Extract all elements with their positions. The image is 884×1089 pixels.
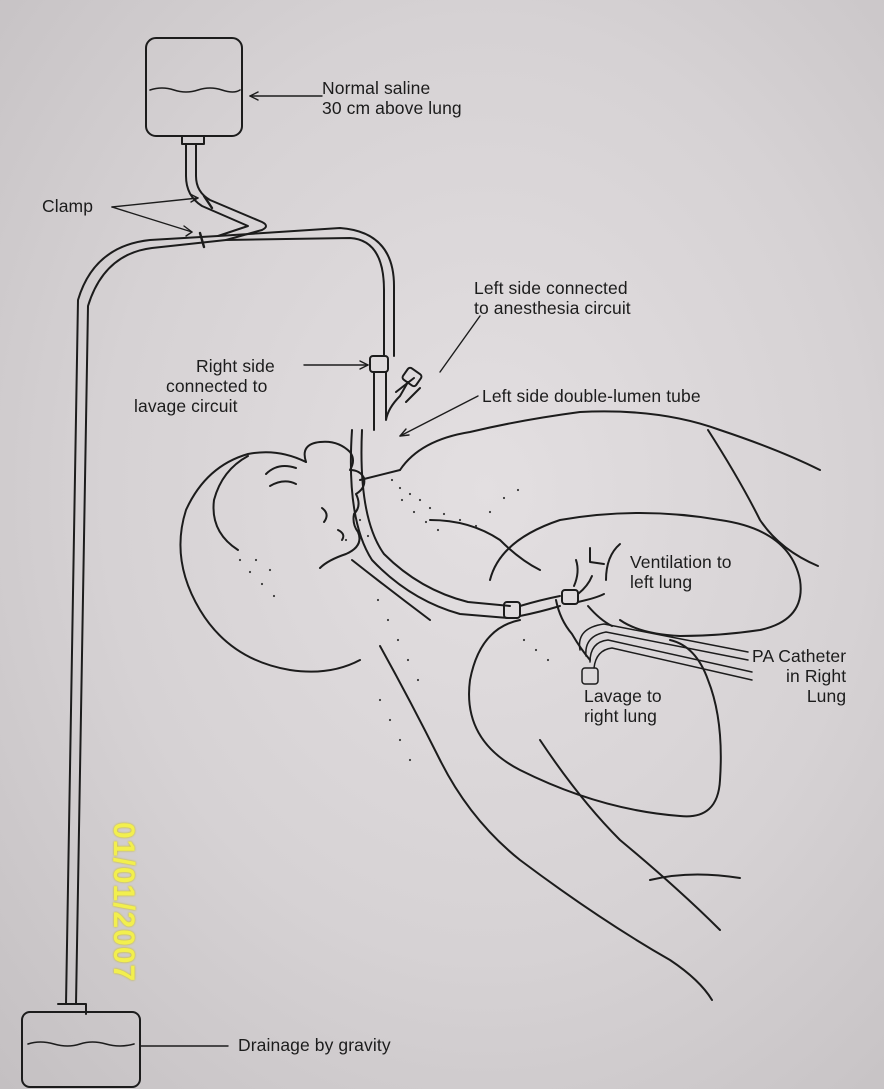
label-ventilation-line2: left lung [630,572,732,592]
label-right-connected-line2: connected to [134,376,275,396]
label-left-side-connected: Left side connected to anesthesia circui… [474,278,631,318]
label-left-connected-line2: to anesthesia circuit [474,298,631,318]
label-drainage-by-gravity: Drainage by gravity [238,1035,391,1055]
patient-head [180,442,430,672]
label-lavage-line2: right lung [584,706,662,726]
label-pa-catheter-line1: PA Catheter [752,646,846,666]
y-connector [370,356,423,430]
label-normal-saline: Normal saline 30 cm above lung [322,78,462,118]
label-pa-catheter: PA Catheter in Right Lung [752,646,846,706]
label-double-lumen-tube: Left side double-lumen tube [482,386,701,406]
label-pa-catheter-line3: Lung [752,686,846,706]
date-stamp: 01/01/2007 [105,822,141,1082]
label-lavage-line1: Lavage to [584,686,662,706]
label-lavage-right-lung: Lavage to right lung [584,686,662,726]
leader-lines [140,92,480,1046]
neck-shading [239,479,549,761]
date-stamp-text: 01/01/2007 [105,822,141,982]
label-clamp: Clamp [42,196,93,216]
label-right-connected-line3: lavage circuit [134,396,275,416]
endotracheal-tube [351,430,612,660]
label-normal-saline-line1: Normal saline [322,78,462,98]
label-left-connected-line1: Left side connected [474,278,631,298]
pa-catheter [580,624,753,684]
label-normal-saline-line2: 30 cm above lung [322,98,462,118]
label-ventilation-line1: Ventilation to [630,552,732,572]
saline-bag [146,38,242,144]
label-right-side-connected: Right side connected to lavage circuit [134,356,275,416]
label-ventilation-left-lung: Ventilation to left lung [630,552,732,592]
label-right-connected-line1: Right side [134,356,275,376]
label-pa-catheter-line2: in Right [752,666,846,686]
